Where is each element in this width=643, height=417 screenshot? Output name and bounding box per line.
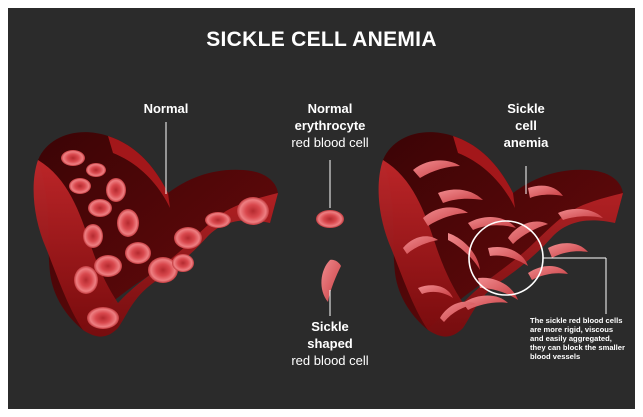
note-line: and easily aggregated,: [530, 334, 635, 343]
page-title: SICKLE CELL ANEMIA: [8, 28, 635, 52]
normal-label: Normal: [126, 100, 206, 117]
sickle-note: The sickle red blood cells are more rigi…: [530, 316, 635, 361]
sickle-label-line1: Sickle: [270, 318, 390, 335]
note-line: The sickle red blood cells: [530, 316, 635, 325]
sickle-vessel: [379, 132, 623, 336]
diagram-canvas: SICKLE CELL ANEMIA Normal Normal erythro…: [8, 8, 635, 409]
sickle-label-line2: shaped: [270, 335, 390, 352]
sickle-label-line3: red blood cell: [270, 352, 390, 369]
erythrocyte-label: Normal erythrocyte red blood cell: [270, 100, 390, 151]
erythrocyte-label-line1: Normal: [270, 100, 390, 117]
normal-erythrocyte-cell: [316, 210, 344, 228]
anemia-label: Sickle cell anemia: [483, 100, 569, 151]
note-line: blood vessels: [530, 352, 635, 361]
normal-label-text: Normal: [126, 100, 206, 117]
sickle-shaped-cell: [321, 260, 341, 302]
erythrocyte-label-line2: erythrocyte: [270, 117, 390, 134]
erythrocyte-label-line3: red blood cell: [270, 134, 390, 151]
sickle-shaped-label: Sickle shaped red blood cell: [270, 318, 390, 369]
anemia-label-line1: Sickle: [483, 100, 569, 117]
anemia-label-line3: anemia: [483, 134, 569, 151]
note-line: they can block the smaller: [530, 343, 635, 352]
note-line: are more rigid, viscous: [530, 325, 635, 334]
anemia-label-line2: cell: [483, 117, 569, 134]
